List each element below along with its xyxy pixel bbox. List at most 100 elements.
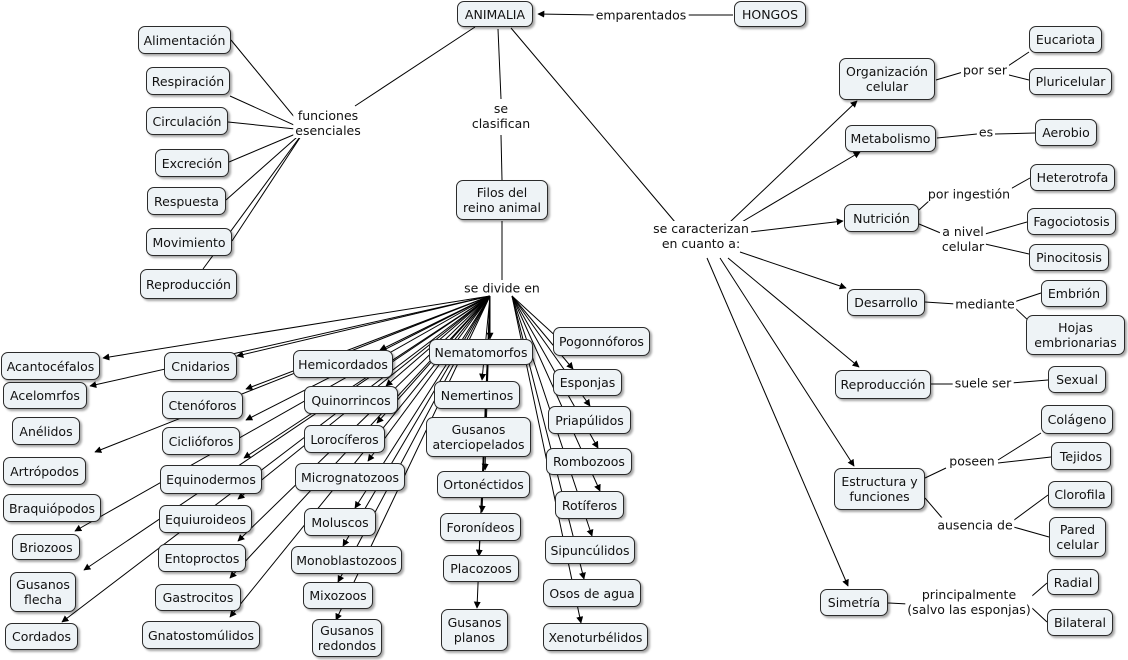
- node-filos[interactable]: Filos del reino animal: [456, 180, 548, 220]
- node-braquiopodos[interactable]: Braquiópodos: [3, 494, 101, 522]
- connector-line: [227, 121, 306, 131]
- connector-line: [1009, 525, 1050, 538]
- connector-line: [936, 133, 978, 139]
- connector-arrow: [102, 295, 491, 361]
- node-sexual[interactable]: Sexual: [1048, 366, 1106, 393]
- node-cnidarios[interactable]: Cnidarios: [164, 352, 237, 380]
- node-priapulidos[interactable]: Priapúlidos: [548, 406, 631, 434]
- node-anelidos[interactable]: Anélidos: [12, 417, 80, 445]
- connector-line: [1010, 379, 1049, 384]
- node-excrecion[interactable]: Excreción: [155, 149, 229, 177]
- connector-line: [997, 456, 1052, 464]
- node-animalia[interactable]: ANIMALIA: [457, 1, 533, 27]
- node-desarrollo[interactable]: Desarrollo: [847, 289, 925, 316]
- node-loroceferos[interactable]: Lorocíferos: [304, 425, 385, 453]
- node-hojas-embrionarias[interactable]: Hojas embrionarias: [1026, 315, 1125, 355]
- node-respuesta[interactable]: Respuesta: [147, 187, 226, 215]
- node-gusanos-aterciopelados[interactable]: Gusanos aterciopelados: [426, 417, 531, 457]
- node-colageno[interactable]: Colágeno: [1041, 405, 1113, 434]
- node-briozoos[interactable]: Briozoos: [12, 534, 80, 560]
- node-gnatostomulidos[interactable]: Gnatostomúlidos: [142, 621, 260, 649]
- node-gastrocitos[interactable]: Gastrocitos: [155, 584, 241, 611]
- node-nemertinos[interactable]: Nemertinos: [434, 381, 520, 409]
- node-pogonoforos[interactable]: Pogonnóforos: [553, 327, 650, 356]
- node-cordados[interactable]: Cordados: [5, 623, 78, 650]
- node-moluscos[interactable]: Moluscos: [304, 508, 376, 536]
- node-equiuroideos[interactable]: Equiuroideos: [159, 505, 252, 533]
- node-micrognatozoos[interactable]: Micrognatozoos: [295, 463, 405, 491]
- connector-line: [994, 132, 1036, 135]
- connector-arrow: [379, 295, 491, 351]
- link-principalmente: principalmente (salvo las esponjas): [905, 587, 1033, 617]
- connector-arrow: [511, 295, 574, 370]
- connector-arrow: [729, 100, 858, 223]
- node-gusanos-redondos[interactable]: Gusanos redondos: [312, 619, 382, 657]
- link-se-divide-en: se divide en: [462, 280, 542, 296]
- node-eucariota[interactable]: Eucariota: [1029, 26, 1102, 53]
- connector-arrow: [83, 295, 491, 571]
- connector-arrow: [749, 218, 844, 233]
- node-hemicordados[interactable]: Hemicordados: [293, 350, 393, 378]
- node-tejidos[interactable]: Tejidos: [1051, 442, 1111, 470]
- node-rotiferos[interactable]: Rotíferos: [555, 491, 624, 519]
- node-gusanos-planos[interactable]: Gusanos planos: [441, 609, 508, 651]
- node-circulacion[interactable]: Circulación: [146, 107, 228, 135]
- node-aerobio[interactable]: Aerobio: [1035, 119, 1097, 146]
- node-pluricelular[interactable]: Pluricelular: [1029, 68, 1112, 95]
- connector-line: [1013, 292, 1042, 303]
- node-estructura-funciones[interactable]: Estructura y funciones: [834, 468, 925, 510]
- node-alimentacion[interactable]: Alimentación: [138, 26, 231, 54]
- node-ortonectidos[interactable]: Ortonéctidos: [437, 471, 530, 498]
- connector-line: [230, 39, 306, 131]
- connector-line: [510, 27, 676, 223]
- link-se-clasifican: se clasifican: [469, 101, 533, 131]
- connector-line: [1031, 607, 1048, 623]
- node-reproduccion-caracteristica[interactable]: Reproducción: [835, 370, 931, 399]
- node-radial[interactable]: Radial: [1047, 569, 1099, 595]
- node-foronideos[interactable]: Foronídeos: [440, 513, 521, 541]
- node-organizacion-celular[interactable]: Organización celular: [839, 58, 935, 100]
- node-reproduccion-funcion[interactable]: Reproducción: [140, 269, 237, 299]
- node-bilateral[interactable]: Bilateral: [1047, 609, 1113, 636]
- node-acantocefalos[interactable]: Acantocéfalos: [1, 352, 100, 380]
- link-ausencia-de: ausencia de: [935, 517, 1015, 533]
- node-pared-celular[interactable]: Pared celular: [1049, 517, 1106, 557]
- connector-arrow: [719, 257, 855, 467]
- node-ctenoforos[interactable]: Ctenóforos: [162, 391, 243, 419]
- connector-arrow: [739, 251, 847, 290]
- node-rombozoos[interactable]: Rombozoos: [546, 448, 632, 475]
- node-osos-agua[interactable]: Osos de agua: [543, 579, 641, 607]
- node-acelomorfos[interactable]: Acelomrfos: [3, 382, 87, 409]
- node-entoproctos[interactable]: Entoproctos: [158, 544, 246, 572]
- node-monoblastozoos[interactable]: Monoblastozoos: [291, 546, 402, 574]
- connector-line: [984, 243, 1030, 255]
- node-gusanos-flecha[interactable]: Gusanos flecha: [10, 572, 76, 612]
- node-sipunculidos[interactable]: Sipuncúlidos: [545, 536, 635, 564]
- node-respiracion[interactable]: Respiración: [146, 67, 230, 95]
- node-metabolismo[interactable]: Metabolismo: [845, 125, 936, 152]
- node-mixozoos[interactable]: Mixozoos: [303, 582, 373, 609]
- node-simetria[interactable]: Simetría: [820, 589, 888, 616]
- connector-line: [229, 95, 306, 131]
- node-nutricion[interactable]: Nutrición: [844, 204, 919, 232]
- link-a-nivel-celular: a nivel celular: [939, 224, 987, 254]
- node-equinodermos[interactable]: Equinodermos: [160, 465, 262, 494]
- node-esponjas[interactable]: Esponjas: [553, 369, 622, 396]
- node-embrion[interactable]: Embrión: [1041, 280, 1107, 307]
- connector-line: [228, 129, 306, 163]
- node-clorofila[interactable]: Clorofila: [1048, 481, 1112, 508]
- node-heterotrofa[interactable]: Heterotrofa: [1030, 164, 1115, 191]
- link-emparentados: emparentados: [593, 7, 689, 23]
- node-movimiento[interactable]: Movimiento: [146, 228, 232, 256]
- node-pinocitosis[interactable]: Pinocitosis: [1029, 244, 1109, 271]
- node-hongos[interactable]: HONGOS: [734, 1, 806, 27]
- node-ciclioforos[interactable]: Ciclióforos: [162, 427, 240, 455]
- connector-arrow: [511, 295, 561, 341]
- node-fagociotosis[interactable]: Fagociotosis: [1027, 208, 1116, 235]
- connector-line: [918, 199, 931, 211]
- node-placozoos[interactable]: Placozoos: [443, 555, 519, 582]
- node-artropodos[interactable]: Artrópodos: [3, 457, 86, 485]
- node-nematomorfos[interactable]: Nematomorfos: [429, 339, 533, 365]
- node-xenoturbelidos[interactable]: Xenoturbélidos: [543, 623, 648, 651]
- node-quinorrincos[interactable]: Quinorrincos: [304, 386, 398, 414]
